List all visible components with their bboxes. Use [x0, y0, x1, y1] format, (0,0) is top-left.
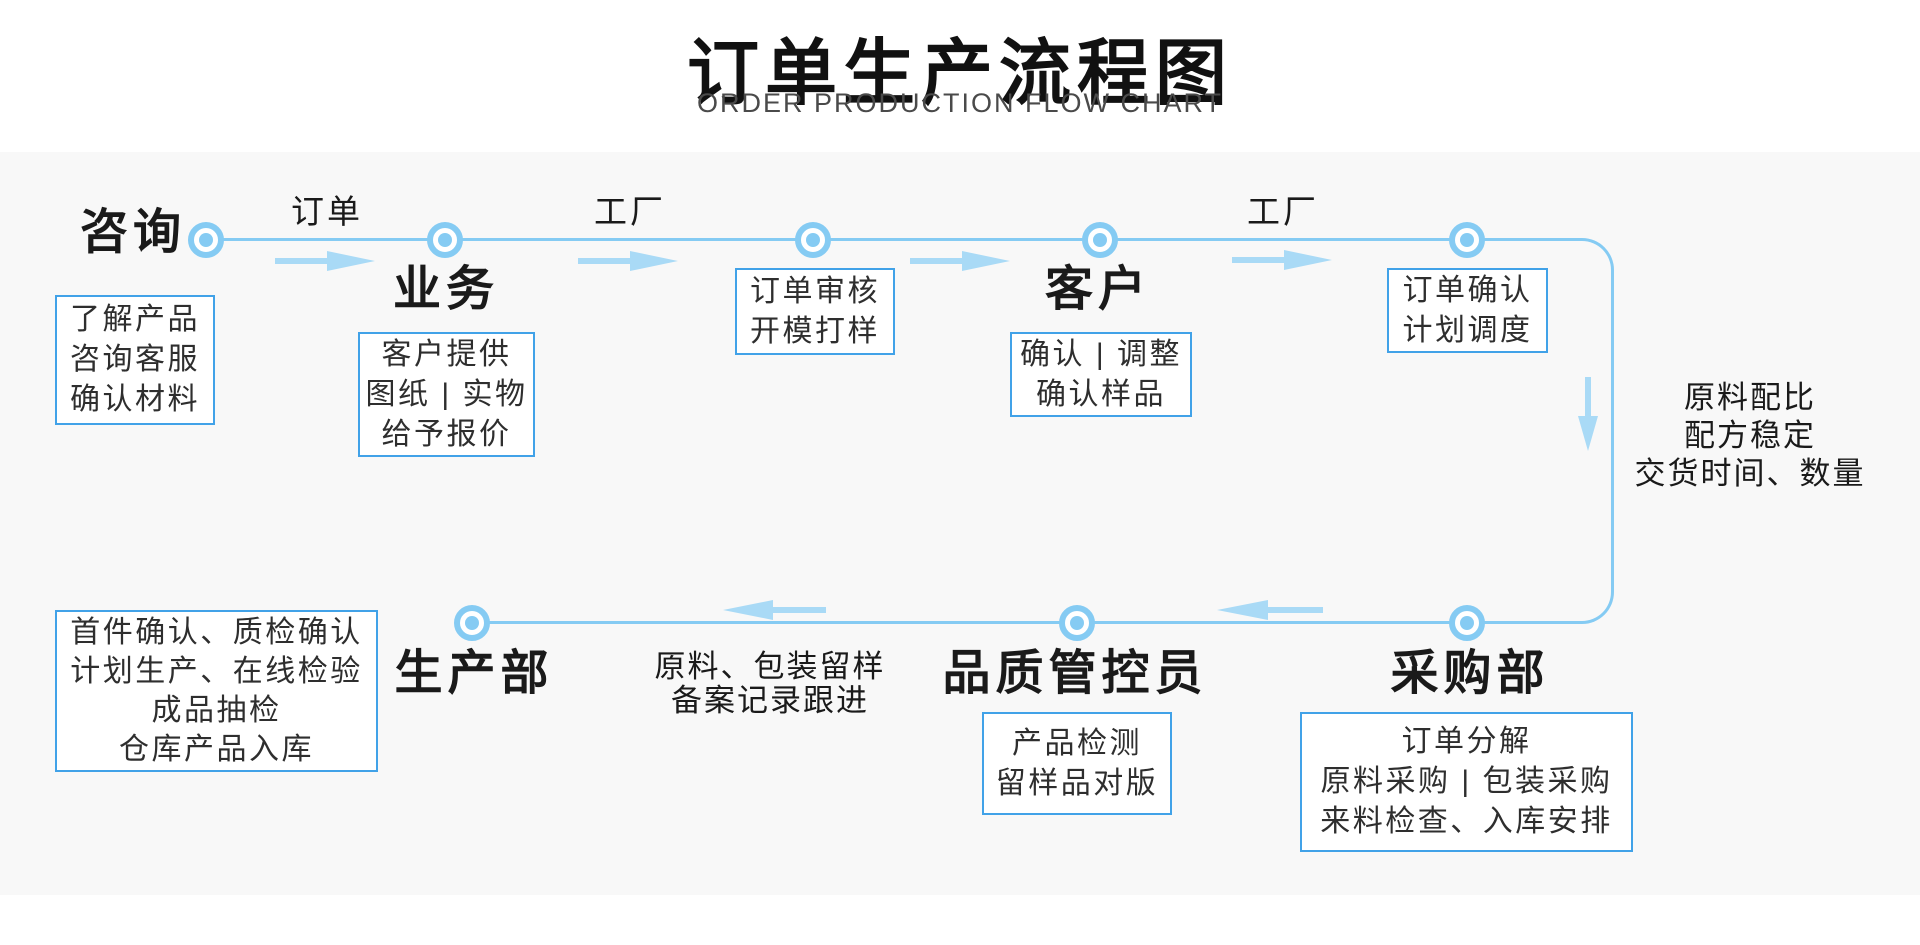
- stage-label-qc: 品质管控员: [942, 647, 1208, 700]
- detail-box-order-confirm: 订单确认 计划调度: [1387, 268, 1548, 353]
- stage-label-sales: 业务: [392, 263, 500, 316]
- detail-box-consult: 了解产品 咨询客服 确认材料: [55, 295, 215, 425]
- detail-box-order-review: 订单审核 开模打样: [735, 268, 895, 355]
- flow-connector-start-segment: [206, 238, 476, 241]
- node-dot-icon: [438, 233, 452, 247]
- flow-node-purchasing: [1449, 605, 1485, 641]
- flow-node-order-confirm: [1449, 222, 1485, 258]
- detail-line: 订单分解: [1401, 725, 1532, 758]
- detail-box-customer: 确认 | 调整 确认样品: [1010, 332, 1192, 417]
- detail-line: 产品检测: [1012, 726, 1142, 760]
- side-note: 原料配比 配方稳定 交货时间、数量: [1635, 379, 1866, 493]
- stage-label-purchasing: 采购部: [1390, 647, 1550, 700]
- detail-box-production: 首件确认、质检确认 计划生产、在线检验 成品抽检 仓库产品入库: [55, 610, 378, 772]
- flow-node-order-review: [795, 222, 831, 258]
- edge-label-factory-1: 工厂: [594, 193, 666, 230]
- arrow-left-icon-1: [1217, 600, 1323, 620]
- flow-node-production: [454, 605, 490, 641]
- node-dot-icon: [806, 233, 820, 247]
- flow-node-consult: [188, 222, 224, 258]
- detail-line: 计划调度: [1402, 313, 1533, 347]
- bottom-note: 原料、包装留样 备案记录跟进: [655, 650, 886, 718]
- detail-line: 确认 | 调整: [1020, 337, 1182, 371]
- side-note-line: 原料配比: [1684, 380, 1816, 415]
- detail-line: 确认材料: [70, 383, 200, 416]
- detail-line: 订单审核: [750, 274, 880, 308]
- flow-node-customer: [1082, 222, 1118, 258]
- detail-line: 留样品对版: [995, 766, 1159, 800]
- flow-node-qc: [1059, 605, 1095, 641]
- node-dot-icon: [199, 233, 213, 247]
- arrow-left-icon-2: [723, 600, 826, 620]
- node-dot-icon: [465, 616, 479, 630]
- node-dot-icon: [1460, 233, 1474, 247]
- detail-line: 原料采购 | 包装采购: [1320, 765, 1613, 798]
- stage-label-production: 生产部: [394, 647, 554, 700]
- detail-box-purchasing: 订单分解 原料采购 | 包装采购 来料检查、入库安排: [1300, 712, 1633, 852]
- page-title: 订单生产流程图: [686, 34, 1234, 114]
- edge-label-order: 订单: [291, 193, 363, 230]
- arrow-right-icon-2: [578, 251, 678, 271]
- side-note-line: 交货时间、数量: [1634, 456, 1866, 491]
- arrow-right-icon-3: [910, 251, 1010, 271]
- bottom-note-line: 备案记录跟进: [671, 683, 869, 718]
- detail-line: 仓库产品入库: [119, 733, 314, 766]
- detail-box-sales: 客户提供 图纸 | 实物 给予报价: [358, 332, 535, 457]
- node-dot-icon: [1070, 616, 1084, 630]
- detail-line: 图纸 | 实物: [365, 377, 528, 411]
- stage-label-customer: 客户: [1044, 263, 1152, 316]
- detail-box-qc: 产品检测 留样品对版: [982, 712, 1172, 815]
- detail-line: 客户提供: [381, 337, 512, 371]
- detail-line: 咨询客服: [70, 343, 200, 376]
- node-dot-icon: [1093, 233, 1107, 247]
- arrow-right-icon-4: [1232, 250, 1332, 270]
- stage-label-consult: 咨询: [79, 206, 187, 259]
- detail-line: 开模打样: [750, 314, 880, 348]
- flow-node-sales: [427, 222, 463, 258]
- bottom-note-line: 原料、包装留样: [654, 649, 886, 684]
- detail-line: 计划生产、在线检验: [70, 655, 363, 688]
- node-dot-icon: [1460, 616, 1474, 630]
- detail-line: 了解产品: [70, 303, 200, 336]
- detail-line: 首件确认、质检确认: [70, 616, 363, 649]
- detail-line: 确认样品: [1036, 377, 1166, 411]
- detail-line: 成品抽检: [151, 694, 282, 727]
- edge-label-factory-2: 工厂: [1247, 193, 1319, 230]
- page-subtitle: ORDER PRODUCTION FLOW CHART: [696, 88, 1224, 118]
- detail-line: 来料检查、入库安排: [1320, 805, 1613, 838]
- side-note-line: 配方稳定: [1684, 418, 1816, 453]
- detail-line: 给予报价: [381, 417, 512, 451]
- detail-line: 订单确认: [1402, 273, 1533, 307]
- flow-connector-path: [472, 238, 1614, 624]
- arrow-down-icon: [1578, 377, 1598, 451]
- arrow-right-icon-1: [275, 251, 375, 271]
